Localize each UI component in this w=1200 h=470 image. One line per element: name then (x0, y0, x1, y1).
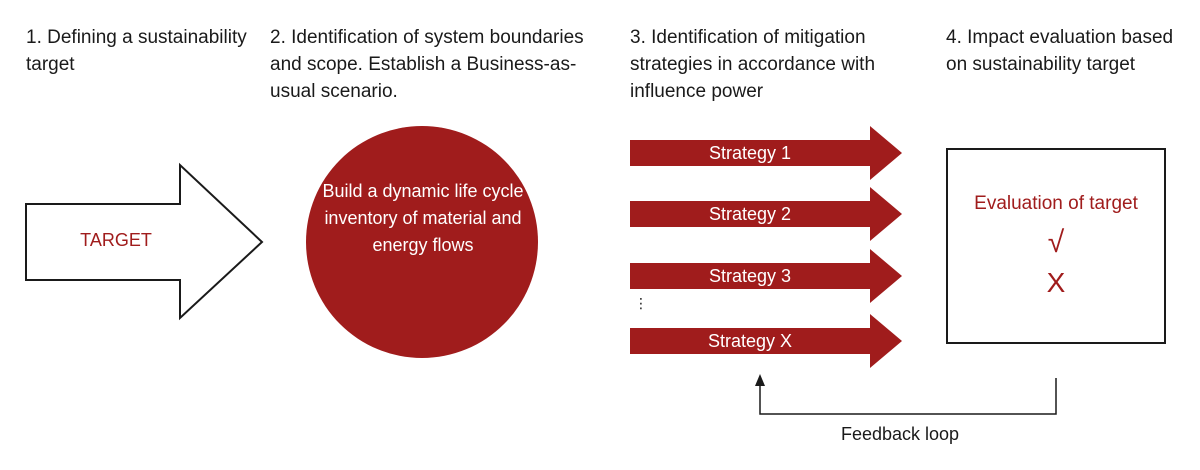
strategy-2-arrow (630, 187, 902, 241)
evaluation-title: Evaluation of target (974, 193, 1138, 214)
strategy-2-label: Strategy 2 (708, 204, 792, 224)
ellipsis-icon: ⋮ (634, 295, 648, 311)
strategy-x-arrow (630, 314, 902, 368)
check-icon: √ (1047, 226, 1065, 259)
cross-icon: X (1046, 267, 1066, 298)
strategy-x-label: Strategy X (707, 331, 793, 351)
feedback-loop-label: Feedback loop (840, 424, 960, 444)
lci-circle (306, 126, 538, 358)
evaluation-box (946, 148, 1166, 344)
strategy-3-arrow (630, 249, 902, 303)
target-arrow (25, 162, 264, 321)
step-3-title: 3. Identification of mitigation strategi… (630, 27, 876, 102)
step-1-title: 1. Defining a sustainability target (26, 27, 247, 75)
step-2-title: 2. Identification of system boundaries a… (270, 27, 584, 102)
strategy-1-arrow (630, 126, 902, 180)
target-label: TARGET (80, 230, 152, 250)
feedback-loop-line (759, 378, 1057, 415)
strategy-1-label: Strategy 1 (708, 143, 792, 163)
step-4-title: 4. Impact evaluation based on sustainabi… (946, 27, 1174, 75)
lci-circle-text: Build a dynamic life cycle inventory of … (322, 181, 524, 255)
strategy-3-label: Strategy 3 (708, 266, 792, 286)
feedback-loop-arrowhead (755, 374, 765, 386)
